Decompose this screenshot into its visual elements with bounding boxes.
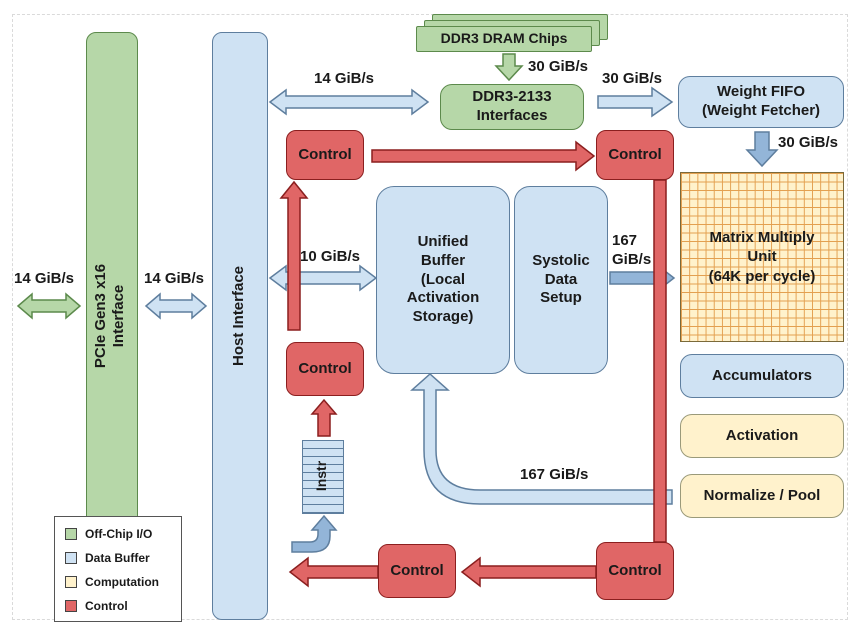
arrow-control-bottom-left [288,556,379,588]
bw-chips-ddr: 30 GiB/s [528,58,589,75]
accumulators: Accumulators [680,354,844,398]
legend-label-computation: Computation [85,575,159,589]
bw-systolic-matrix: 167 GiB/s [612,232,652,268]
arrow-host-instr [291,514,338,553]
control-bus-vertical [653,179,667,543]
legend-label-control: Control [85,599,128,613]
legend-item-computation: Computation [65,575,159,589]
legend-item-offchip: Off-Chip I/O [65,527,152,541]
control-top-right: Control [596,130,674,180]
control-middle: Control [286,342,364,396]
arrow-chips-ddr [494,53,524,82]
instr-label: Instr [313,460,329,492]
host-interface-label: Host Interface [230,265,247,367]
activation: Activation [680,414,844,458]
bw-pcie-external: 14 GiB/s [14,270,75,287]
arrow-pcie-external [16,292,82,320]
arrow-pcie-host [144,292,208,320]
ddr3-interfaces: DDR3-2133 Interfaces [440,84,584,130]
host-interface-box [212,32,268,620]
bw-pcie-host: 14 GiB/s [144,270,205,287]
control-bottom-middle: Control [378,544,456,598]
matrix-multiply-unit: Matrix Multiply Unit (64K per cycle) [680,172,844,342]
arrow-fifo-matrix [745,131,779,168]
unified-buffer: Unified Buffer (Local Activation Storage… [376,186,510,374]
control-bottom-right: Control [596,542,674,600]
systolic-data-setup: Systolic Data Setup [514,186,608,374]
legend-swatch-buffer [65,552,77,564]
legend-swatch-offchip [65,528,77,540]
bw-host-buffer: 10 GiB/s [300,248,361,265]
legend-label-offchip: Off-Chip I/O [85,527,153,541]
arrow-ddr-fifo [597,86,674,118]
normalize-pool: Normalize / Pool [680,474,844,518]
ddr3-dram-chips: DDR3 DRAM Chips [416,26,592,52]
arrow-host-buffer [268,264,378,292]
legend-swatch-control [65,600,77,612]
bw-host-ddr: 14 GiB/s [314,70,375,87]
bw-ddr-fifo: 30 GiB/s [602,70,663,87]
bw-normalize-buffer: 167 GiB/s [520,466,589,483]
legend: Off-Chip I/O Data Buffer Computation Con… [54,516,182,622]
arrow-control-bottom-right [460,556,597,588]
arrow-host-ddr [268,88,430,116]
legend-label-buffer: Data Buffer [85,551,150,565]
arrow-normalize-buffer [410,372,673,505]
arrow-control-top [371,140,596,172]
weight-fifo: Weight FIFO (Weight Fetcher) [678,76,844,128]
instr-queue [302,440,344,514]
legend-item-control: Control [65,599,128,613]
legend-swatch-computation [65,576,77,588]
arrow-instr-control [310,398,338,437]
control-top-left: Control [286,130,364,180]
bw-fifo-matrix: 30 GiB/s [778,134,839,151]
legend-item-buffer: Data Buffer [65,551,150,565]
diagram-frame [12,14,848,620]
pcie-interface-label: PCIe Gen3 x16 Interface [92,263,127,369]
matrix-multiply-label: Matrix Multiply Unit (64K per cycle) [708,228,816,285]
arrow-control-up [279,180,309,331]
